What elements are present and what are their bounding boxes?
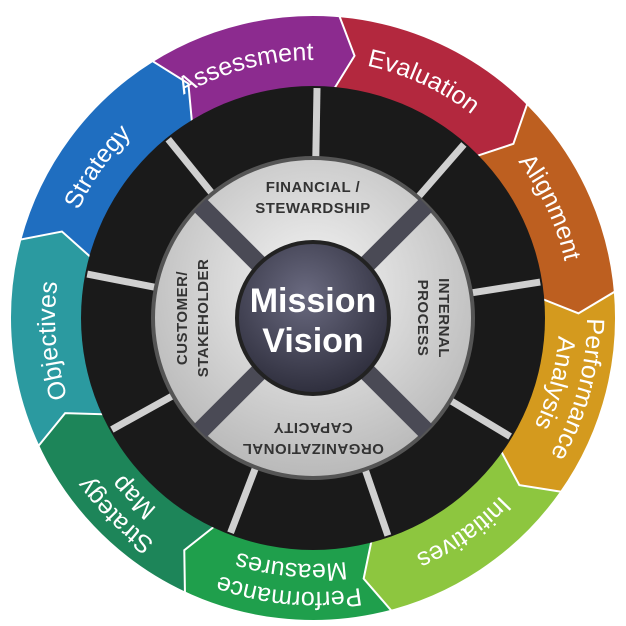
spoke: [415, 142, 467, 200]
quadrant-label: CUSTOMER/: [174, 271, 191, 366]
spoke: [361, 468, 392, 537]
quadrant-label: FINANCIAL /: [266, 179, 361, 196]
quadrant: FINANCIAL / STEWARDSHIP: [255, 179, 371, 217]
spoke: [448, 397, 512, 440]
spoke: [165, 137, 216, 196]
quadrant-label: STAKEHOLDER: [195, 259, 212, 378]
quadrant: CUSTOMER/STAKEHOLDER: [174, 259, 212, 378]
quadrant-label: INTERNAL: [435, 278, 452, 358]
spoke: [227, 466, 259, 534]
center-line-2: Vision: [262, 322, 363, 360]
center-line-1: Mission: [250, 282, 377, 320]
quadrant-label: CAPACITY: [273, 419, 353, 436]
center-circle: [235, 240, 391, 396]
spoke: [86, 270, 157, 291]
quadrant-label: STEWARDSHIP: [255, 200, 371, 217]
spokes: [86, 87, 541, 537]
quadrant-label: PROCESS: [414, 280, 431, 357]
spoke: [312, 87, 321, 159]
quadrant: ORGANIZATIONAL CAPACITY: [242, 419, 384, 457]
spoke: [470, 278, 541, 297]
quadrant-label: ORGANIZATIONAL: [242, 440, 384, 457]
spoke: [110, 392, 175, 433]
